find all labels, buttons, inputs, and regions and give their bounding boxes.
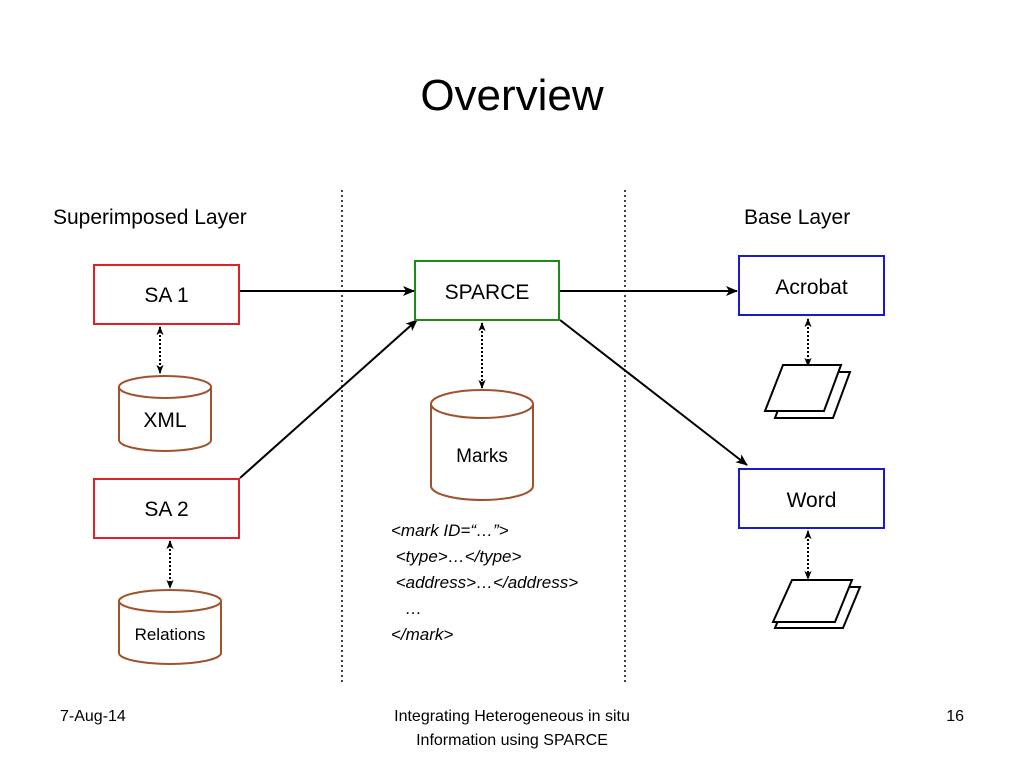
superimposed-layer-label: Superimposed Layer xyxy=(53,206,247,229)
sparce-box: SPARCE xyxy=(414,260,560,321)
arrow-sa2-to-sparce xyxy=(239,319,418,479)
footer-title: Integrating Heterogeneous in situ Inform… xyxy=(312,705,712,753)
mark-example-line: </mark> xyxy=(391,625,454,644)
relations-store: Relations xyxy=(118,589,222,665)
word-label: Word xyxy=(787,489,837,512)
sa2-label: SA 2 xyxy=(144,498,188,521)
acrobat-label: Acrobat xyxy=(775,276,848,299)
word-box: Word xyxy=(738,468,885,529)
mark-example-line: <mark ID=“…”> xyxy=(391,521,509,540)
base-layer-label: Base Layer xyxy=(744,206,851,229)
marks-label: Marks xyxy=(456,446,508,467)
footer-title-line: Integrating Heterogeneous in situ xyxy=(394,708,630,725)
mark-example-line: <address>…</address> xyxy=(391,573,579,592)
footer-date: 7-Aug-14 xyxy=(60,708,126,725)
acrobat-documents-icon xyxy=(763,364,852,419)
arrow-sparce-to-word xyxy=(559,319,748,466)
xml-store: XML xyxy=(118,375,212,452)
sa2-box: SA 2 xyxy=(93,478,240,539)
xml-label: XML xyxy=(143,409,186,432)
footer-title-line: Information using SPARCE xyxy=(416,732,608,749)
mark-xml-example: <mark ID=“…”> <type>…</type> <address>…<… xyxy=(391,518,578,648)
mark-example-line: … xyxy=(391,599,423,618)
sa1-box: SA 1 xyxy=(93,264,240,325)
page-number: 16 xyxy=(946,708,964,725)
sparce-label: SPARCE xyxy=(445,281,530,304)
relations-label: Relations xyxy=(135,625,206,644)
slide-title: Overview xyxy=(420,71,604,120)
mark-example-line: <type>…</type> xyxy=(391,547,522,566)
marks-store: Marks xyxy=(430,389,534,501)
acrobat-box: Acrobat xyxy=(738,255,885,316)
word-documents-icon xyxy=(771,579,862,629)
sa1-label: SA 1 xyxy=(144,284,188,307)
